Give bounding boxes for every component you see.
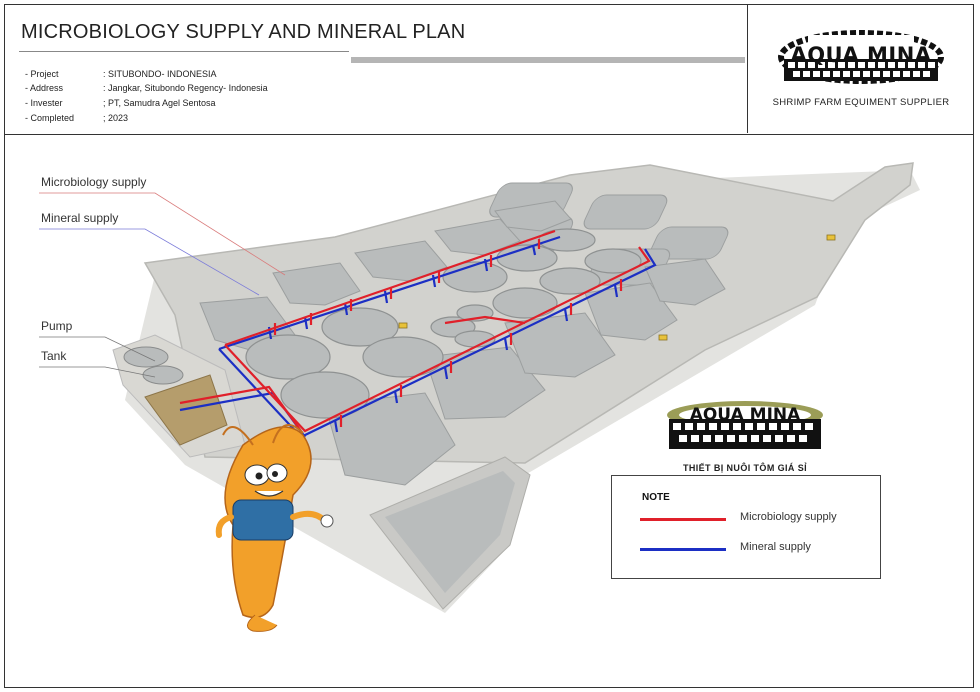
round-pond xyxy=(245,334,331,380)
legend-box: NOTE Microbiology supply Mineral supply xyxy=(611,475,881,579)
pond xyxy=(324,392,456,486)
legend-swatch-mineral xyxy=(640,548,726,551)
pond xyxy=(494,200,572,232)
page-title: MICROBIOLOGY SUPPLY AND MINERAL PLAN xyxy=(21,21,466,43)
secondary-logo: AQUA MINA THIẾT BỊ NUÔI TÔM GIÁ SỈ xyxy=(655,395,835,475)
tank-leader-line xyxy=(39,366,156,378)
pond xyxy=(272,262,361,306)
callout-tank: Tank xyxy=(41,349,67,363)
reservoir-basin xyxy=(385,471,515,593)
pump-leader-line xyxy=(39,336,156,362)
microbiology-supply-pipe xyxy=(179,229,651,433)
callout-mineral: Mineral supply xyxy=(41,211,119,225)
info-key: - Completed xyxy=(25,113,75,123)
info-value: : Jangkar, Situbondo Regency- Indonesia xyxy=(103,83,268,93)
secondary-logo-emblem-icon xyxy=(667,401,823,449)
round-pond xyxy=(280,371,370,419)
project-info-block: MICROBIOLOGY SUPPLY AND MINERAL PLAN - P… xyxy=(5,5,747,133)
legend-title: NOTE xyxy=(642,492,670,503)
farm-plan-diagram xyxy=(39,162,920,632)
pond xyxy=(649,226,729,260)
secondary-brand-tagline: THIẾT BỊ NUÔI TÔM GIÁ SỈ xyxy=(682,463,808,473)
round-pond xyxy=(539,267,601,295)
title-block-header: MICROBIOLOGY SUPPLY AND MINERAL PLAN - P… xyxy=(5,5,973,135)
round-pond xyxy=(321,307,399,347)
shrimp-mascot-icon xyxy=(215,424,334,632)
info-value: ; PT, Samudra Agel Sentosa xyxy=(103,98,216,108)
pond xyxy=(644,258,726,306)
round-pond xyxy=(362,336,444,378)
info-value: ; 2023 xyxy=(103,113,129,123)
pond xyxy=(584,282,678,341)
legend-label-mineral: Mineral supply xyxy=(740,541,811,553)
logo-emblem-icon xyxy=(778,30,944,84)
round-pond xyxy=(492,287,558,319)
pond xyxy=(583,194,668,230)
title-accent-bar xyxy=(351,57,745,63)
title-underline xyxy=(19,51,349,52)
mineral-leader-line xyxy=(39,228,260,296)
brand-tagline: SHRIMP FARM EQUIMENT SUPPLIER xyxy=(772,97,950,108)
equipment-marker xyxy=(826,234,836,241)
equipment-marker xyxy=(658,334,668,341)
brand-name: AQUA MINA xyxy=(790,43,932,67)
callout-pump: Pump xyxy=(41,319,73,333)
info-key: - Project xyxy=(25,69,59,79)
logo-block: AQUA MINA SHRIMP FARM EQUIMENT SUPPLIER xyxy=(747,5,973,133)
info-key: - Address xyxy=(25,83,64,93)
info-value: : SITUBONDO- INDONESIA xyxy=(103,69,217,79)
drawing-sheet: MICROBIOLOGY SUPPLY AND MINERAL PLAN - P… xyxy=(4,4,974,688)
microbiology-leader-line xyxy=(39,192,286,276)
legend-swatch-microbiology xyxy=(640,518,726,521)
legend-label-microbiology: Microbiology supply xyxy=(740,511,837,523)
info-key: - Invester xyxy=(25,98,63,108)
secondary-brand-name: AQUA MINA xyxy=(689,405,801,425)
equipment-marker xyxy=(398,322,408,329)
pond xyxy=(424,346,546,420)
storage-tank xyxy=(142,365,184,385)
round-pond xyxy=(584,248,642,274)
callout-microbiology: Microbiology supply xyxy=(41,175,147,189)
